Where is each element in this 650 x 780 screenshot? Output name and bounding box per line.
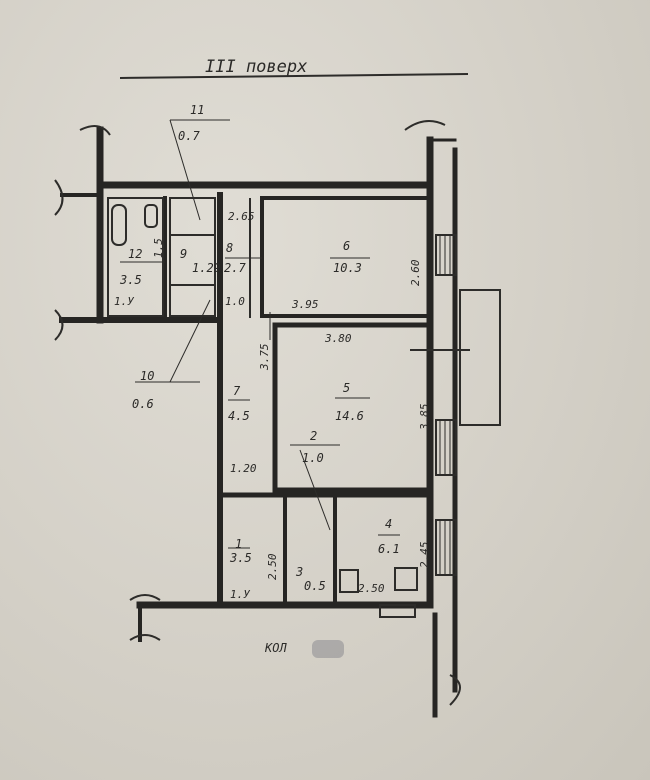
room-10-number: 10 (140, 369, 154, 383)
room-1-number: 1 (235, 537, 242, 551)
room-11-number: 11 (190, 103, 204, 117)
walls (59, 126, 458, 718)
redacted-mark (312, 640, 344, 658)
room-2-number: 2 (310, 429, 317, 443)
room-8-area: 2.7 (224, 261, 246, 275)
break-lines (54, 120, 461, 706)
vent-icon (379, 604, 416, 618)
corridor-label: КОЛ (264, 641, 287, 655)
dim-2-50-h: 2.50 (358, 582, 385, 595)
room-3-number: 3 (295, 565, 303, 579)
balcony (459, 289, 501, 426)
room-7-area: 4.5 (228, 409, 250, 423)
dim-3-80: 3.80 (324, 332, 352, 345)
room-5-area: 14.6 (335, 409, 364, 423)
room-12-number: 12 (128, 247, 142, 261)
room-5-number: 5 (343, 381, 350, 395)
room-4-area: 6.1 (378, 542, 400, 556)
title-underline (119, 73, 469, 79)
stove-icon (394, 567, 418, 591)
fixtures (111, 204, 418, 618)
room-6-area: 10.3 (333, 261, 362, 275)
windows (410, 234, 501, 576)
room-9-number: 9 (180, 247, 187, 261)
ly-mark-2: 1.У (230, 588, 250, 601)
room-10-area: 0.6 (132, 397, 154, 411)
dim-3-75: 3.75 (258, 344, 271, 372)
room-11-area: 0.7 (178, 129, 200, 143)
room-6-number: 6 (343, 239, 350, 253)
room-2-area: 1.0 (302, 451, 324, 465)
dim-1-5: 1.5 (152, 238, 165, 258)
bathtub-icon (111, 204, 127, 246)
dim-3-95: 3.95 (291, 298, 319, 311)
room-4-number: 4 (385, 517, 392, 531)
dim-2-50-v: 2.50 (266, 553, 279, 580)
page-title: III поверх (205, 57, 308, 77)
dim-2-45: 2.45 (418, 542, 431, 569)
dimension-labels: 2.65 2.60 3.95 1.0 3.75 3.80 3.85 1.20 2… (114, 210, 431, 658)
sink-icon (339, 569, 359, 593)
room-labels: 11 0.7 12 3.5 9 1.29 8 2.7 6 10.3 10 0.6… (119, 103, 400, 593)
room-9-area: 1.29 (192, 261, 221, 275)
ly-mark-1: 1.У (114, 295, 134, 308)
room-1-area: 3.5 (229, 551, 252, 565)
dim-1-20: 1.20 (230, 462, 257, 475)
toilet-icon (144, 204, 158, 228)
dim-2-60: 2.60 (409, 259, 422, 286)
dim-1-0: 1.0 (225, 295, 245, 308)
leader-lines (120, 119, 400, 549)
room-12-area: 3.5 (119, 273, 142, 287)
room-3-area: 0.5 (304, 579, 326, 593)
room-8-number: 8 (226, 241, 233, 255)
dim-2-65: 2.65 (228, 210, 255, 223)
room-7-number: 7 (233, 384, 241, 398)
dim-3-85: 3.85 (418, 404, 431, 432)
